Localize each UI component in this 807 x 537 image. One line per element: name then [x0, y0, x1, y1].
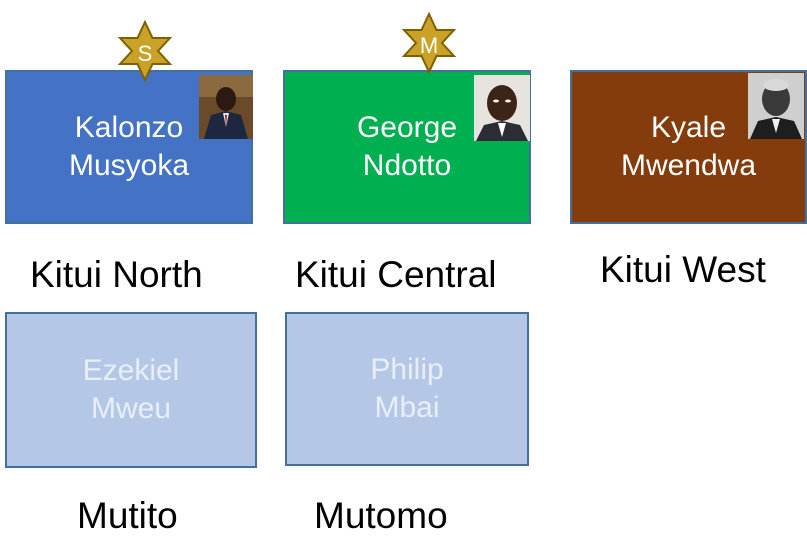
- candidate-last-name: Ndotto: [362, 149, 452, 182]
- candidate-first-name: George: [356, 111, 458, 144]
- constituency-label-mutomo: Mutomo: [314, 495, 448, 536]
- star-badge-icon: [401, 12, 457, 74]
- candidate-card-philip-mbai: Philip Mbai: [285, 312, 529, 466]
- candidate-last-name: Mbai: [374, 391, 440, 424]
- star-badge-letter: M: [419, 33, 439, 58]
- constituency-label-kitui-central: Kitui Central: [295, 254, 497, 295]
- candidate-last-name: Musyoka: [68, 149, 190, 182]
- candidate-card-ezekiel-mweu: Ezekiel Mweu: [5, 312, 257, 468]
- constituency-label-kitui-west: Kitui West: [600, 249, 766, 290]
- candidate-card-george-ndotto: George Ndotto: [283, 70, 531, 224]
- constituency-label-kitui-north: Kitui North: [30, 254, 203, 295]
- candidate-first-name: Philip: [370, 353, 444, 386]
- star-badge-letter: S: [137, 41, 153, 66]
- candidate-photo: [199, 75, 253, 139]
- candidate-first-name: Ezekiel: [82, 354, 180, 387]
- candidate-photo: [748, 73, 804, 139]
- candidate-first-name: Kalonzo: [74, 111, 184, 144]
- candidate-first-name: Kyale: [650, 111, 727, 144]
- star-badge-icon: [117, 20, 173, 82]
- constituency-label-mutito: Mutito: [77, 495, 178, 536]
- candidate-last-name: Mweu: [90, 392, 172, 425]
- candidate-last-name: Mwendwa: [620, 149, 757, 182]
- candidate-photo: [474, 75, 530, 141]
